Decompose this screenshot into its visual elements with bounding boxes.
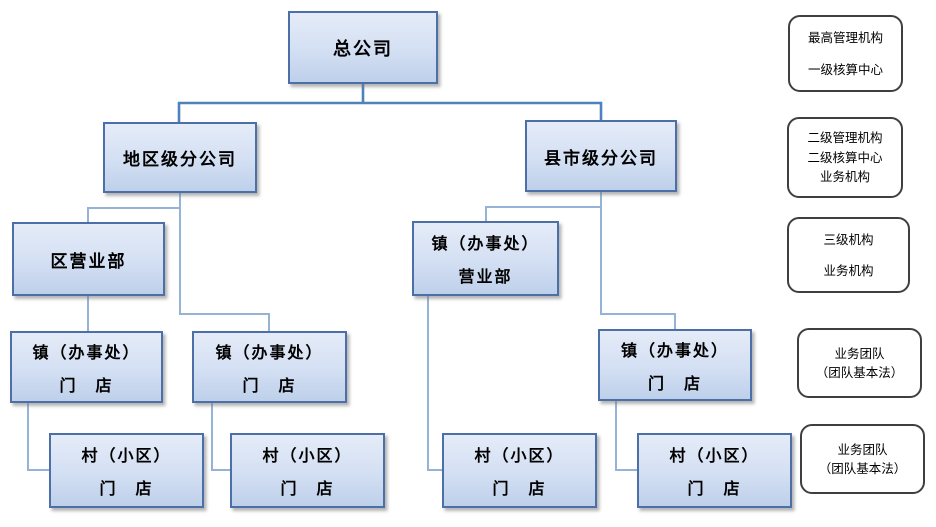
node-label-line1: 镇（办事处） xyxy=(620,340,729,360)
node-village-store-1: 村（小区） 门 店 xyxy=(49,433,204,508)
node-label-line2: 门 店 xyxy=(647,373,702,393)
node-label-line1: 镇（办事处） xyxy=(215,342,324,362)
annotation-line2: 业务机构 xyxy=(823,262,874,278)
annotation-level2: 二级管理机构 二级核算中心 业务机构 xyxy=(787,117,903,198)
node-label-line1: 镇（办事处） xyxy=(32,342,141,362)
node-county-city-branch: 县市级分公司 xyxy=(525,120,677,192)
node-label-line2: 门 店 xyxy=(99,479,154,498)
annotation-team-1: 业务团队 （团队基本法） xyxy=(797,328,922,398)
annotation-line2: 二级核算中心 xyxy=(807,149,883,165)
connector-county-to-town-sales xyxy=(485,192,602,221)
node-town-office-sales-dept: 镇（办事处） 营业部 xyxy=(412,221,559,296)
node-label: 地区级分公司 xyxy=(123,150,237,170)
annotation-level3: 三级机构 业务机构 xyxy=(787,217,910,293)
node-label-line1: 村（小区） xyxy=(81,446,172,465)
node-label: 总公司 xyxy=(333,38,393,60)
annotation-team-2: 业务团队 （团队基本法） xyxy=(800,424,925,494)
node-regional-branch: 地区级分公司 xyxy=(103,122,257,193)
connector-town-store-3-to-village-4 xyxy=(615,401,637,471)
annotation-level1: 最高管理机构 一级核算中心 xyxy=(788,15,903,92)
annotation-line1: 最高管理机构 xyxy=(807,30,883,45)
node-label-line1: 村（小区） xyxy=(474,446,565,465)
annotation-line1: 业务团队 xyxy=(834,345,885,361)
node-label-line2: 门 店 xyxy=(687,479,742,498)
node-village-store-3: 村（小区） 门 店 xyxy=(442,433,597,508)
node-label: 区营业部 xyxy=(50,251,127,272)
node-village-store-4: 村（小区） 门 店 xyxy=(637,433,792,508)
node-village-store-2: 村（小区） 门 店 xyxy=(230,433,385,508)
node-town-office-store-3: 镇（办事处） 门 店 xyxy=(598,329,752,401)
node-label-line2: 门 店 xyxy=(242,375,297,395)
connector-town-store-1-to-village-1 xyxy=(27,403,49,471)
node-town-office-store-2: 镇（办事处） 门 店 xyxy=(192,331,347,403)
node-label-line2: 营业部 xyxy=(458,267,513,286)
connector-hq-to-branches xyxy=(177,101,603,122)
annotation-line1: 三级机构 xyxy=(823,232,874,247)
annotation-line3: 业务机构 xyxy=(819,169,870,185)
connector-town-sales-to-village-3 xyxy=(427,296,442,471)
node-head-office: 总公司 xyxy=(288,11,438,84)
node-label-line2: 门 店 xyxy=(492,479,547,498)
node-label-line1: 镇（办事处） xyxy=(431,234,540,253)
connector-county-to-town-store-3 xyxy=(600,192,676,329)
annotation-line2: （团队基本法） xyxy=(818,461,907,476)
node-label-line1: 村（小区） xyxy=(262,446,353,465)
connector-regional-to-district-sales xyxy=(87,193,181,222)
node-town-office-store-1: 镇（办事处） 门 店 xyxy=(10,331,163,403)
annotation-line1: 业务团队 xyxy=(837,441,888,457)
node-label: 县市级分公司 xyxy=(544,148,658,169)
node-label-line2: 门 店 xyxy=(280,479,335,498)
node-label-line2: 门 店 xyxy=(59,375,114,395)
node-district-sales-dept: 区营业部 xyxy=(12,222,165,296)
annotation-line1: 二级管理机构 xyxy=(807,130,883,146)
node-label-line1: 村（小区） xyxy=(669,446,760,465)
annotation-line2: 一级核算中心 xyxy=(807,61,883,77)
connector-town-store-2-to-village-2 xyxy=(211,403,230,471)
connector-regional-to-town-store-2 xyxy=(179,193,270,331)
annotation-line2: （团队基本法） xyxy=(815,365,904,380)
